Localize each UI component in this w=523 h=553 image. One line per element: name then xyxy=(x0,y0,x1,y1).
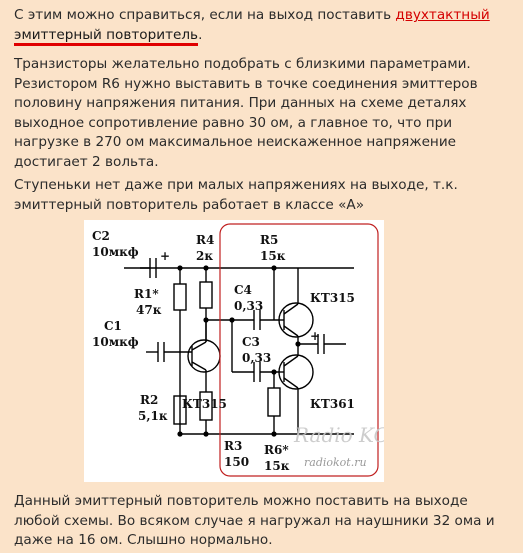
r1-value: 47к xyxy=(136,303,162,317)
c3-label: C3 xyxy=(242,335,260,349)
intro-paragraph: С этим можно справиться, если на выход п… xyxy=(14,6,514,46)
highlight-push-pull: двухтактный xyxy=(395,7,490,23)
c2-label: C2 xyxy=(92,229,110,243)
r3-value: 150 xyxy=(224,455,249,469)
circuit-schematic: C2 10мкф + R4 2к R5 15к R1* 47к C1 10мкф… xyxy=(84,220,384,482)
r3-label: R3 xyxy=(224,439,242,453)
r6-label: R6* xyxy=(264,443,289,457)
intro-text-before: С этим можно справиться, если на выход п… xyxy=(14,7,396,23)
q-bottom-label: КТ361 xyxy=(310,397,355,411)
c2-plus: + xyxy=(160,249,170,263)
c1-value: 10мкф xyxy=(92,335,139,349)
watermark-logo: Radio KOT xyxy=(293,423,384,447)
output-plus: + xyxy=(310,329,320,343)
c2-value: 10мкф xyxy=(92,245,139,259)
transistor-paragraph: Транзисторы желательно подобрать с близк… xyxy=(14,56,478,170)
watermark-url: radiokot.ru xyxy=(304,456,367,469)
q-left-label: КТ315 xyxy=(182,397,227,411)
c4-label: C4 xyxy=(234,283,252,297)
r4-label: R4 xyxy=(196,233,214,247)
usage-paragraph: Данный эмиттерный повторитель можно пост… xyxy=(14,493,495,548)
r4-value: 2к xyxy=(196,249,213,263)
intro-text-after: . xyxy=(198,26,203,43)
c3-value: 0,33 xyxy=(242,351,271,365)
c4-value: 0,33 xyxy=(234,299,263,313)
c1-label: C1 xyxy=(104,319,122,333)
r6-value: 15к xyxy=(264,459,290,473)
r2-value: 5,1к xyxy=(138,409,168,423)
q-top-label: КТ315 xyxy=(310,291,355,305)
class-a-paragraph: Ступеньки нет даже при малых напряжениях… xyxy=(14,177,458,213)
r5-value: 15к xyxy=(260,249,286,263)
r5-label: R5 xyxy=(260,233,278,247)
highlight-emitter-follower: эмиттерный повторитель xyxy=(14,26,199,46)
r1-label: R1* xyxy=(134,287,159,301)
r2-label: R2 xyxy=(140,393,158,407)
